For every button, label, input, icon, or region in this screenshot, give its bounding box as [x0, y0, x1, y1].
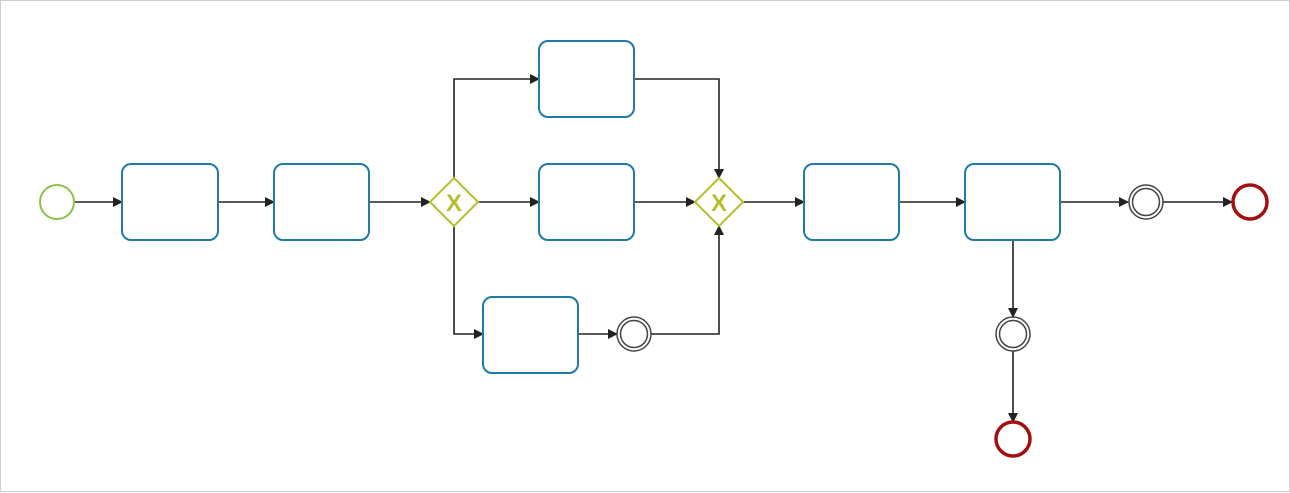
- gateway-x-icon: X: [711, 190, 727, 217]
- flow-gateway-split-to-task-bottom[interactable]: [453, 226, 484, 339]
- flow-task-top-to-gateway-merge[interactable]: [634, 78, 724, 179]
- intermediate-event-right[interactable]: [1128, 184, 1164, 220]
- task-bottom-branch[interactable]: [482, 296, 579, 374]
- intermediate-event-down[interactable]: [995, 316, 1031, 352]
- task-middle-branch[interactable]: [538, 163, 635, 241]
- sequence-flows: [74, 74, 1233, 423]
- task-4[interactable]: [964, 163, 1061, 241]
- gateway-x-icon: X: [446, 190, 462, 217]
- task-3[interactable]: [803, 163, 900, 241]
- exclusive-gateway-split[interactable]: X: [428, 176, 480, 228]
- flow-gateway-split-to-task-top[interactable]: [453, 74, 540, 178]
- start-event[interactable]: [39, 184, 75, 220]
- task-2[interactable]: [273, 163, 370, 241]
- end-event-right[interactable]: [1231, 183, 1269, 221]
- exclusive-gateway-merge[interactable]: X: [693, 176, 745, 228]
- task-1[interactable]: [121, 163, 219, 241]
- flow-intermediate-to-gateway-merge[interactable]: [651, 225, 724, 335]
- tasks: [121, 40, 1061, 374]
- task-top-branch[interactable]: [538, 40, 635, 118]
- intermediate-event-bottom-branch[interactable]: [616, 316, 652, 352]
- end-event-bottom[interactable]: [994, 420, 1032, 458]
